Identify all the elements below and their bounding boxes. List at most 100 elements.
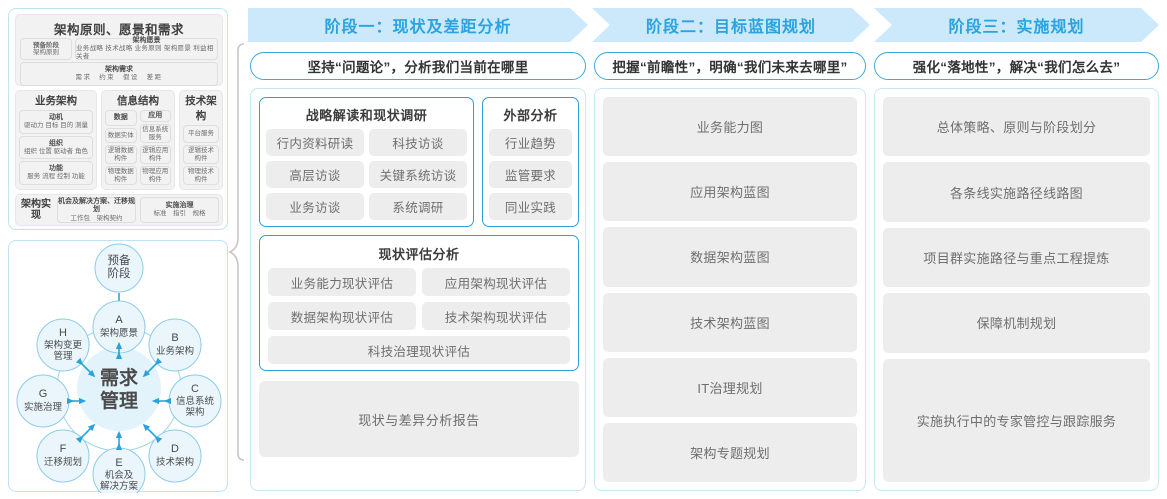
adm-node-c-key: C bbox=[191, 383, 199, 395]
phase-header-3-label: 阶段三：实施规划 bbox=[948, 19, 1085, 36]
adm-node-f-key: F bbox=[60, 443, 67, 455]
strategy-research-items: 行内资料研读 科技访谈 高层访谈 关键系统访谈 业务访谈 系统调研 bbox=[266, 129, 467, 220]
architecture-vision-title: 架构愿景 bbox=[132, 37, 161, 45]
architecture-vision-cell: 架构愿景 业务战略 技术战略 业务原则 架构愿景 利益相关者 bbox=[75, 37, 218, 60]
opportunities-migration-items: 工作包 架构契约 bbox=[70, 214, 123, 222]
preliminary-phase-cell: 预备阶段 架构原则 bbox=[20, 38, 72, 60]
connector-brace bbox=[228, 43, 245, 461]
strategy-item-4[interactable]: 业务访谈 bbox=[266, 193, 364, 220]
adm-node-c-label-2: 架构 bbox=[185, 406, 204, 418]
phase3-item-4[interactable]: 实施执行中的专家管控与跟踪服务 bbox=[883, 358, 1150, 482]
data-subcolumn: 数据 数据实体 逻辑数据构件 物理数据构件 bbox=[105, 110, 137, 187]
opportunities-migration-title: 机会及解决方案、迁移规划 bbox=[58, 197, 135, 214]
adm-node-e-label-1: 机会及 bbox=[105, 469, 134, 481]
architecture-requirements-cell: 架构需求 需求 约束 假设 差距 bbox=[20, 62, 218, 86]
preliminary-phase-items: 架构原则 bbox=[33, 49, 59, 56]
implementation-governance-title: 实施治理 bbox=[165, 201, 194, 209]
phase2-item-0[interactable]: 业务能力图 bbox=[603, 97, 857, 157]
adm-arrow-h-center bbox=[75, 357, 96, 378]
phase-subtitle-1: 坚持“问题论”，分析我们当前在哪里 bbox=[250, 52, 586, 80]
business-architecture-title: 业务架构 bbox=[35, 95, 77, 107]
logical-data-component-cell: 逻辑数据构件 bbox=[105, 145, 137, 165]
adm-center-label-1: 需求 bbox=[100, 366, 139, 389]
strategy-research-box: 战略解读和现状调研 行内资料研读 科技访谈 高层访谈 关键系统访谈 业务访谈 系… bbox=[259, 97, 474, 227]
phase2-item-1[interactable]: 应用架构蓝图 bbox=[603, 162, 857, 222]
assessment-item-4[interactable]: 科技治理现状评估 bbox=[268, 336, 570, 364]
business-architecture-card: 业务架构 动机 驱动力 目标 目的 测量 组织 组织 位置 驱动者 角色 功能 … bbox=[15, 90, 97, 190]
phase3-item-2[interactable]: 项目群实施路径与重点工程提炼 bbox=[883, 227, 1150, 288]
function-cell: 功能 服务 流程 控制 功能 bbox=[19, 161, 93, 186]
strategy-item-0[interactable]: 行内资料研读 bbox=[266, 129, 364, 156]
phase-subtitle-2: 把握“前瞻性”，明确“我们未来去哪里” bbox=[594, 52, 866, 80]
phase2-item-2[interactable]: 数据架构蓝图 bbox=[603, 227, 857, 287]
phase-header-2: 阶段二：目标蓝图规划 bbox=[592, 8, 870, 42]
assessment-item-2[interactable]: 数据架构现状评估 bbox=[268, 302, 416, 330]
phase2-item-3[interactable]: 技术架构蓝图 bbox=[603, 292, 857, 352]
phase2-item-4[interactable]: IT治理规划 bbox=[603, 357, 857, 417]
external-item-0[interactable]: 行业趋势 bbox=[489, 129, 572, 156]
assessment-item-3[interactable]: 技术架构现状评估 bbox=[422, 302, 570, 330]
strategy-item-5[interactable]: 系统调研 bbox=[369, 193, 467, 220]
strategy-item-1[interactable]: 科技访谈 bbox=[369, 129, 467, 156]
phase-1-panel: 战略解读和现状调研 行内资料研读 科技访谈 高层访谈 关键系统访谈 业务访谈 系… bbox=[250, 88, 586, 491]
physical-data-component-cell: 物理数据构件 bbox=[105, 166, 137, 185]
motivation-title: 动机 bbox=[49, 114, 63, 122]
adm-node-h-key: H bbox=[59, 327, 67, 339]
phase3-item-3[interactable]: 保障机制规划 bbox=[883, 293, 1150, 353]
adm-arrow-b-center bbox=[142, 357, 163, 378]
application-header-cell: 应用 bbox=[139, 110, 171, 123]
strategy-item-2[interactable]: 高层访谈 bbox=[266, 161, 364, 188]
phase-2-items: 业务能力图 应用架构蓝图 数据架构蓝图 技术架构蓝图 IT治理规划 架构专题规划 bbox=[603, 97, 857, 483]
adm-node-d-label: 技术架构 bbox=[156, 456, 194, 468]
architecture-requirements-title: 架构需求 bbox=[105, 65, 133, 73]
external-item-1[interactable]: 监管要求 bbox=[489, 161, 572, 188]
adm-node-e-label-2: 解决方案 bbox=[100, 480, 139, 492]
architecture-principles-vision-requirements-block: 架构原则、愿景和需求 预备阶段 架构原则 架构愿景 业务战略 技术战略 业务原则… bbox=[15, 14, 223, 86]
logical-technology-component-cell: 逻辑技术构件 bbox=[183, 145, 219, 165]
phase-2-panel: 业务能力图 应用架构蓝图 数据架构蓝图 技术架构蓝图 IT治理规划 架构专题规划 bbox=[594, 88, 866, 491]
external-analysis-title: 外部分析 bbox=[503, 108, 558, 123]
adm-node-preliminary bbox=[94, 243, 144, 293]
adm-node-b-label: 业务架构 bbox=[156, 345, 194, 357]
technology-architecture-title: 技术架构 bbox=[185, 95, 217, 122]
information-system-service-cell: 信息系统服务 bbox=[139, 124, 171, 144]
gap-analysis-report-chip[interactable]: 现状与差异分析报告 bbox=[259, 381, 579, 457]
preliminary-phase-title: 预备阶段 bbox=[33, 41, 59, 49]
phase3-item-1[interactable]: 各条线实施路径线路图 bbox=[883, 162, 1150, 222]
phase-header-1-label: 阶段一：现状及差距分析 bbox=[324, 19, 512, 36]
architecture-realization-label: 架构实现 bbox=[21, 198, 51, 222]
adm-node-c-label-1: 信息系统 bbox=[176, 395, 215, 407]
togaf-content-framework-panel: 架构原则、愿景和需求 预备阶段 架构原则 架构愿景 业务战略 技术战略 业务原则… bbox=[8, 8, 228, 230]
adm-node-a-key: A bbox=[115, 314, 123, 326]
assessment-item-1[interactable]: 应用架构现状评估 bbox=[422, 268, 570, 296]
architecture-requirements-items: 需求 约束 假设 差距 bbox=[75, 74, 163, 82]
strategy-item-3[interactable]: 关键系统访谈 bbox=[369, 161, 467, 188]
organization-items: 组织 位置 驱动者 角色 bbox=[24, 147, 88, 155]
application-subcolumn: 应用 信息系统服务 逻辑应用构件 物理应用构件 bbox=[139, 110, 171, 187]
adm-arrow-d-center bbox=[142, 423, 163, 444]
adm-node-f-label: 迁移规划 bbox=[44, 456, 82, 468]
opportunities-migration-cell: 机会及解决方案、迁移规划 工作包 架构契约 bbox=[57, 197, 136, 223]
assessment-item-0[interactable]: 业务能力现状评估 bbox=[268, 268, 416, 296]
architecture-realization-block: 架构实现 机会及解决方案、迁移规划 工作包 架构契约 实施治理 标准 指引 规格 bbox=[15, 194, 223, 226]
adm-center-label-2: 管理 bbox=[100, 389, 138, 412]
adm-center-requirements-management bbox=[77, 347, 161, 431]
organization-title: 组织 bbox=[49, 139, 63, 147]
logical-application-component-cell: 逻辑应用构件 bbox=[139, 145, 171, 165]
adm-node-g bbox=[16, 374, 70, 428]
phase3-item-0[interactable]: 总体策略、原则与阶段划分 bbox=[883, 97, 1150, 157]
data-entity-cell: 数据实体 bbox=[105, 127, 137, 144]
phase-3-panel: 总体策略、原则与阶段划分 各条线实施路径线路图 项目群实施路径与重点工程提炼 保… bbox=[874, 88, 1159, 491]
adm-node-b-key: B bbox=[171, 332, 178, 344]
left-column: 架构原则、愿景和需求 预备阶段 架构原则 架构愿景 业务战略 技术战略 业务原则… bbox=[8, 8, 230, 493]
technology-architecture-card: 技术架构 平台服务 逻辑技术构件 物理技术构件 bbox=[179, 90, 223, 190]
togaf-domain-columns: 业务架构 动机 驱动力 目标 目的 测量 组织 组织 位置 驱动者 角色 功能 … bbox=[15, 90, 223, 190]
togaf-head-title: 架构原则、愿景和需求 bbox=[53, 23, 184, 37]
phase2-item-5[interactable]: 架构专题规划 bbox=[603, 422, 857, 483]
external-analysis-items: 行业趋势 监管要求 同业实践 bbox=[489, 129, 572, 220]
external-item-2[interactable]: 同业实践 bbox=[489, 193, 572, 220]
function-title: 功能 bbox=[49, 165, 63, 173]
phase-header-1: 阶段一：现状及差距分析 bbox=[248, 8, 588, 42]
phase-header-2-label: 阶段二：目标蓝图规划 bbox=[645, 19, 816, 36]
implementation-governance-cell: 实施治理 标准 指引 规格 bbox=[140, 197, 219, 223]
